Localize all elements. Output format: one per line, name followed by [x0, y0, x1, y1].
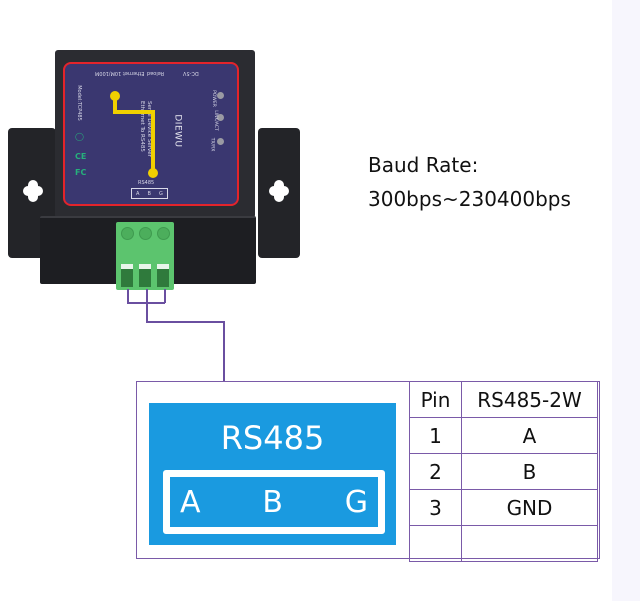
wire [146, 321, 224, 323]
reload-label: Reload [147, 70, 165, 76]
terminal-b-label: B [147, 190, 151, 197]
wire [146, 289, 148, 321]
wire [127, 302, 165, 304]
wire [127, 289, 129, 303]
led-label: LINK/ACT [212, 110, 218, 131]
pin-signal: A [461, 417, 598, 454]
connector-pin-g: G [344, 484, 368, 520]
trace [113, 94, 117, 112]
pin-signal [461, 525, 598, 562]
ce-mark-icon: CE [75, 152, 87, 161]
led-label: TX/RX [209, 137, 215, 152]
brand-logo: DIEWU [172, 114, 183, 148]
mounting-slot [269, 180, 289, 202]
baud-rate-label: Baud Rate: [368, 153, 479, 177]
terminal-labels: A B G [131, 188, 168, 199]
terminal-port [139, 264, 151, 287]
pin-number: 2 [409, 453, 462, 490]
wire [223, 321, 225, 382]
trace [151, 110, 155, 174]
mounting-flange-right [258, 128, 300, 258]
pin-table: Pin RS485-2W 1 A 2 B 3 GND [409, 381, 598, 562]
terminal-g-label: G [159, 190, 163, 197]
terminal-port [121, 264, 133, 287]
header-pin: Pin [409, 381, 462, 418]
connector-title: RS485 [220, 419, 325, 457]
model-label: Model:TCP485 [75, 85, 82, 121]
rs485-terminal-block [116, 222, 174, 290]
rs485-connector-diagram: RS485 A B G [149, 403, 396, 545]
connector-pin-b: B [262, 484, 283, 520]
serial-device-server-photo: Ethernet 10M/100M Reload DC-5V Model:TCP… [0, 0, 320, 300]
ethernet-label: Ethernet 10M/100M [95, 70, 145, 76]
device-label-panel: Ethernet 10M/100M Reload DC-5V Model:TCP… [63, 62, 239, 206]
link-led-icon [217, 114, 224, 121]
pin-signal: GND [461, 489, 598, 526]
table-row: 2 B [409, 453, 598, 490]
pin-number: 3 [409, 489, 462, 526]
pin-diagram-frame [136, 381, 600, 559]
txrx-led-icon [217, 138, 224, 145]
screw-icon [139, 227, 152, 240]
mounting-flange-left [8, 128, 56, 258]
power-input-label: DC-5V [183, 70, 199, 76]
trace [113, 110, 153, 114]
background-strip [612, 0, 640, 601]
rohs-icon: ◯ [75, 132, 84, 141]
baud-rate-value: 300bps~230400bps [368, 187, 571, 211]
pin-number: 1 [409, 417, 462, 454]
table-row [409, 525, 598, 562]
connector-pin-a: A [180, 484, 201, 520]
header-rs485-2w: RS485-2W [461, 381, 598, 418]
table-header-row: Pin RS485-2W [409, 381, 598, 418]
terminal-port [157, 264, 169, 287]
baud-rate-info: Baud Rate: 300bps~230400bps [368, 148, 571, 216]
table-row: 1 A [409, 417, 598, 454]
power-led-icon [217, 92, 224, 99]
fcc-mark-icon: FC [75, 168, 87, 177]
description-line-2: Ethernet To RS485 [138, 101, 145, 152]
connector-pins: A B G [163, 470, 385, 534]
trace-pad-bottom [148, 168, 158, 178]
rs485-port-label: RS485 [138, 180, 155, 186]
pin-signal: B [461, 453, 598, 490]
screw-icon [157, 227, 170, 240]
mounting-slot [23, 180, 43, 202]
terminal-a-label: A [136, 190, 140, 197]
wire [164, 289, 166, 303]
pin-number [409, 525, 462, 562]
screw-icon [121, 227, 134, 240]
led-label: POWER [210, 90, 216, 107]
table-row: 3 GND [409, 489, 598, 526]
